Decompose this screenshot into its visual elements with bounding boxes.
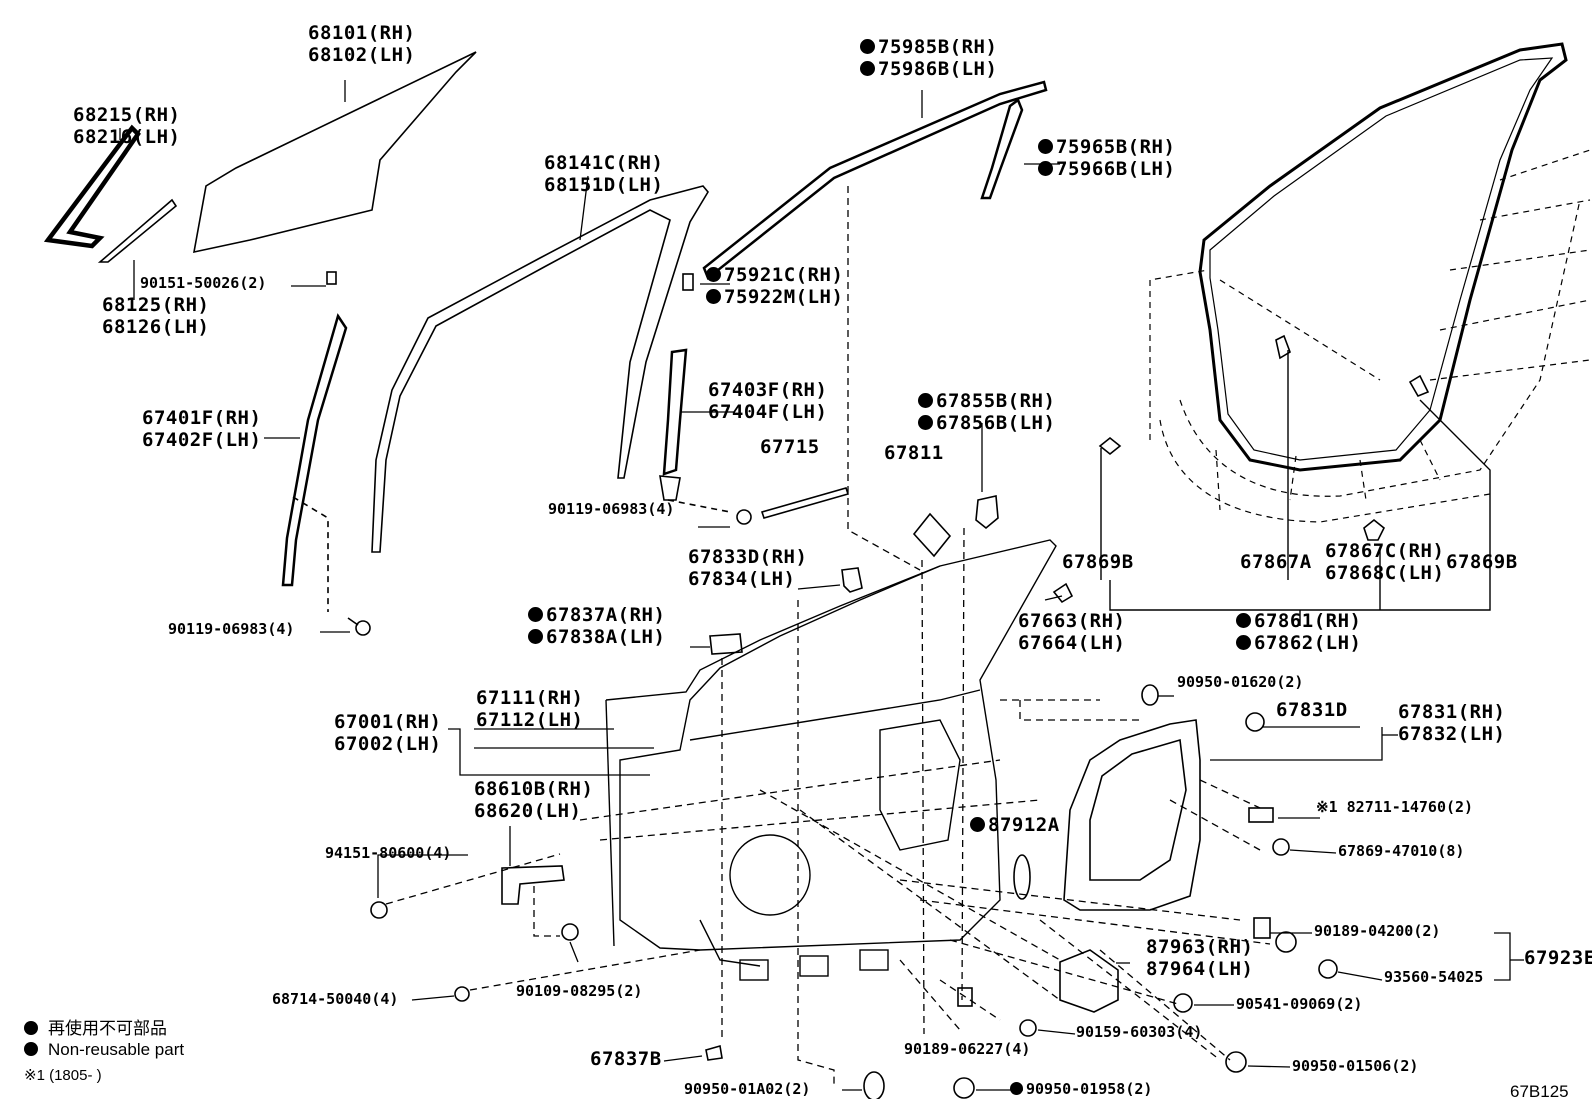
leader-lines — [119, 80, 1524, 1091]
label-90119-b: 90119-06983(4) — [548, 500, 675, 518]
label-94151: 94151-80600(4) — [325, 844, 452, 862]
door-weatherstrip — [1198, 42, 1568, 472]
opening-trim-dashed — [1149, 149, 1591, 523]
dashed-guides — [385, 186, 1271, 1086]
door-glass — [192, 51, 477, 254]
label-67869-47010: 67869-47010(8) — [1338, 842, 1465, 860]
label-68101: 68101(RH)68102(LH) — [308, 22, 416, 66]
outer-belt-molding — [702, 80, 1048, 281]
label-87912: 87912A — [970, 816, 1060, 835]
stopper-clip — [975, 495, 999, 530]
label-67715: 67715 — [760, 436, 820, 458]
fasteners — [370, 567, 1338, 1099]
label-67855: 67855B(RH)67856B(LH) — [918, 392, 1055, 433]
label-67867a: 67867A — [1240, 551, 1312, 573]
glass-run-rear — [281, 271, 371, 636]
label-67831: 67831(RH)67832(LH) — [1398, 701, 1506, 745]
hole-cover — [1013, 854, 1031, 900]
label-67869b-left: 67869B — [1062, 551, 1134, 573]
legend-note: ※1 (1805- ) — [24, 1067, 102, 1084]
label-67811: 67811 — [884, 442, 944, 464]
label-67111: 67111(RH)67112(LH) — [476, 687, 584, 731]
label-90109: 90109-08295(2) — [516, 982, 643, 1000]
label-90189-04200: 90189-04200(2) — [1314, 922, 1441, 940]
label-90151: 90151-50026(2) — [140, 274, 267, 292]
label-67831d: 67831D — [1276, 699, 1348, 721]
label-67867c: 67867C(RH)67868C(LH) — [1325, 540, 1445, 584]
label-90119-a: 90119-06983(4) — [168, 620, 295, 638]
label-90950-01506: 90950-01506(2) — [1292, 1057, 1419, 1075]
pillar-molding — [980, 98, 1024, 200]
label-68610: 68610B(RH)68620(LH) — [474, 778, 594, 822]
label-67837a: 67837A(RH)67838A(LH) — [528, 606, 665, 647]
label-67861: 67861(RH)67862(LH) — [1236, 612, 1361, 653]
door-frame-molding — [371, 185, 709, 553]
label-67923: 67923E — [1524, 947, 1592, 969]
label-90950-01a02: 90950-01A02(2) — [684, 1080, 811, 1098]
label-75985: 75985B(RH)75986B(LH) — [860, 38, 997, 79]
channel-sub — [659, 348, 752, 525]
label-68215: 68215(RH)68216(LH) — [73, 104, 181, 148]
label-90159: 90159-60303(4) — [1076, 1023, 1203, 1041]
door-inner-trim — [1063, 719, 1201, 911]
label-68125: 68125(RH)68126(LH) — [102, 294, 210, 338]
label-75921: 75921C(RH)75922M(LH) — [706, 266, 843, 307]
label-67001: 67001(RH)67002(LH) — [334, 711, 442, 755]
weatherstrip-clips — [1098, 334, 1430, 541]
diagram-code: 67B125 — [1510, 1082, 1569, 1099]
label-67401: 67401F(RH)67402F(LH) — [142, 407, 262, 451]
label-leaders-67861 — [1100, 350, 1491, 626]
label-67869b-right: 67869B — [1446, 551, 1518, 573]
label-90950-01620: 90950-01620(2) — [1177, 673, 1304, 691]
label-68714: 68714-50040(4) — [272, 990, 399, 1008]
service-hole-pad — [912, 512, 952, 558]
legend-jp: 再使用不可部品 — [24, 1014, 167, 1039]
label-67663: 67663(RH)67664(LH) — [1018, 610, 1126, 654]
label-87963: 87963(RH)87964(LH) — [1146, 936, 1254, 980]
label-93560: 93560-54025 — [1384, 968, 1484, 986]
label-82711: ※1 82711-14760(2) — [1316, 798, 1474, 816]
label-90541: 90541-09069(2) — [1236, 995, 1363, 1013]
quarter-glass-weatherstrip — [43, 124, 178, 263]
label-68141: 68141C(RH)68151D(LH) — [544, 152, 664, 196]
label-90189-06227: 90189-06227(4) — [904, 1040, 1031, 1058]
legend-en: Non-reusable part — [24, 1040, 184, 1060]
molding-clip — [682, 273, 694, 291]
door-panel — [605, 539, 1057, 981]
speaker-cover — [1059, 949, 1119, 1013]
label-67403: 67403F(RH)67404F(LH) — [708, 379, 828, 423]
label-75965: 75965B(RH)75966B(LH) — [1038, 138, 1175, 179]
label-67837b: 67837B — [590, 1048, 662, 1070]
label-67833: 67833D(RH)67834(LH) — [688, 546, 808, 590]
label-90950-01958: 90950-01958(2) — [1010, 1082, 1152, 1097]
protector-strip — [760, 487, 850, 519]
